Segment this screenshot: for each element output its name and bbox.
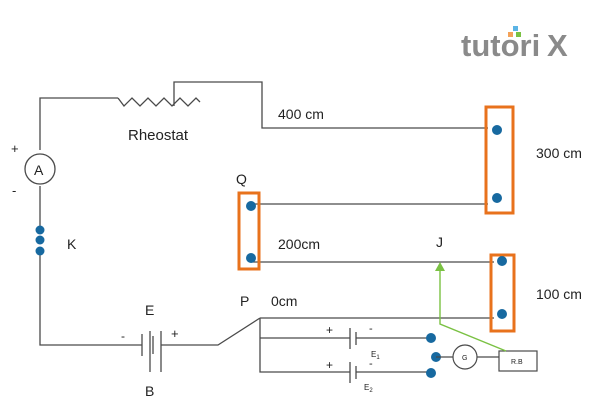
terminal xyxy=(492,125,502,135)
connector-100 xyxy=(489,253,516,333)
point-p-label: P xyxy=(240,293,249,309)
point-j-label: J xyxy=(436,234,443,250)
ammeter-icon xyxy=(24,153,56,185)
wire-key-battery xyxy=(39,252,142,346)
key-terminal xyxy=(35,225,45,235)
battery-label-b: B xyxy=(145,383,154,399)
switch-terminal-e1[interactable] xyxy=(426,333,436,343)
length-200-label: 200cm xyxy=(278,236,320,252)
key-terminal xyxy=(35,235,45,245)
terminal xyxy=(246,201,256,211)
resistance-box-label: R.B xyxy=(511,359,523,366)
wire-secondary-left xyxy=(259,318,350,373)
length-0-label: 0cm xyxy=(271,293,297,309)
terminal xyxy=(497,256,507,266)
wire-left-top xyxy=(39,97,118,150)
key-terminal xyxy=(35,246,45,256)
wire-rheostat-to-400 xyxy=(173,81,488,129)
key-label: K xyxy=(67,236,77,252)
cell1-plus: + xyxy=(326,323,333,337)
terminal xyxy=(246,253,256,263)
terminal xyxy=(492,193,502,203)
jockey-wire[interactable] xyxy=(439,270,507,352)
cell2-name: E2 xyxy=(364,383,373,394)
switch-terminal-e2[interactable] xyxy=(426,368,436,378)
battery-plus: + xyxy=(171,326,179,341)
logo-square-blue xyxy=(513,26,518,31)
battery-label-e: E xyxy=(145,302,154,318)
point-q-label: Q xyxy=(236,171,247,187)
logo-square-green xyxy=(516,32,521,37)
tutorix-logo: tutori X xyxy=(461,26,568,63)
length-400-label: 400 cm xyxy=(278,106,324,122)
resistance-box xyxy=(498,350,538,372)
jockey-arrow-icon xyxy=(435,262,445,271)
cell2-minus: - xyxy=(369,358,373,370)
logo-suffix: X xyxy=(547,28,568,63)
cell1-minus: - xyxy=(369,323,373,335)
rheostat-zigzag xyxy=(117,97,201,107)
connector-q xyxy=(237,191,261,271)
cell2-plus: + xyxy=(326,358,333,372)
rheostat-label: Rheostat xyxy=(128,127,189,144)
battery-minus: - xyxy=(121,329,125,343)
cell1-name: E1 xyxy=(371,350,380,361)
ammeter-minus: - xyxy=(12,183,16,198)
ammeter-label: A xyxy=(34,162,44,178)
length-100-label: 100 cm xyxy=(536,286,582,302)
length-300-label: 300 cm xyxy=(536,145,582,161)
logo-text: tutori xyxy=(461,28,540,63)
terminal xyxy=(497,309,507,319)
battery-symbol xyxy=(141,331,162,372)
logo-square-orange xyxy=(508,32,513,37)
ammeter-plus: + xyxy=(11,141,19,156)
connector-300 xyxy=(484,105,515,215)
wire-battery-p xyxy=(161,317,261,346)
galvanometer-label: G xyxy=(462,355,467,362)
